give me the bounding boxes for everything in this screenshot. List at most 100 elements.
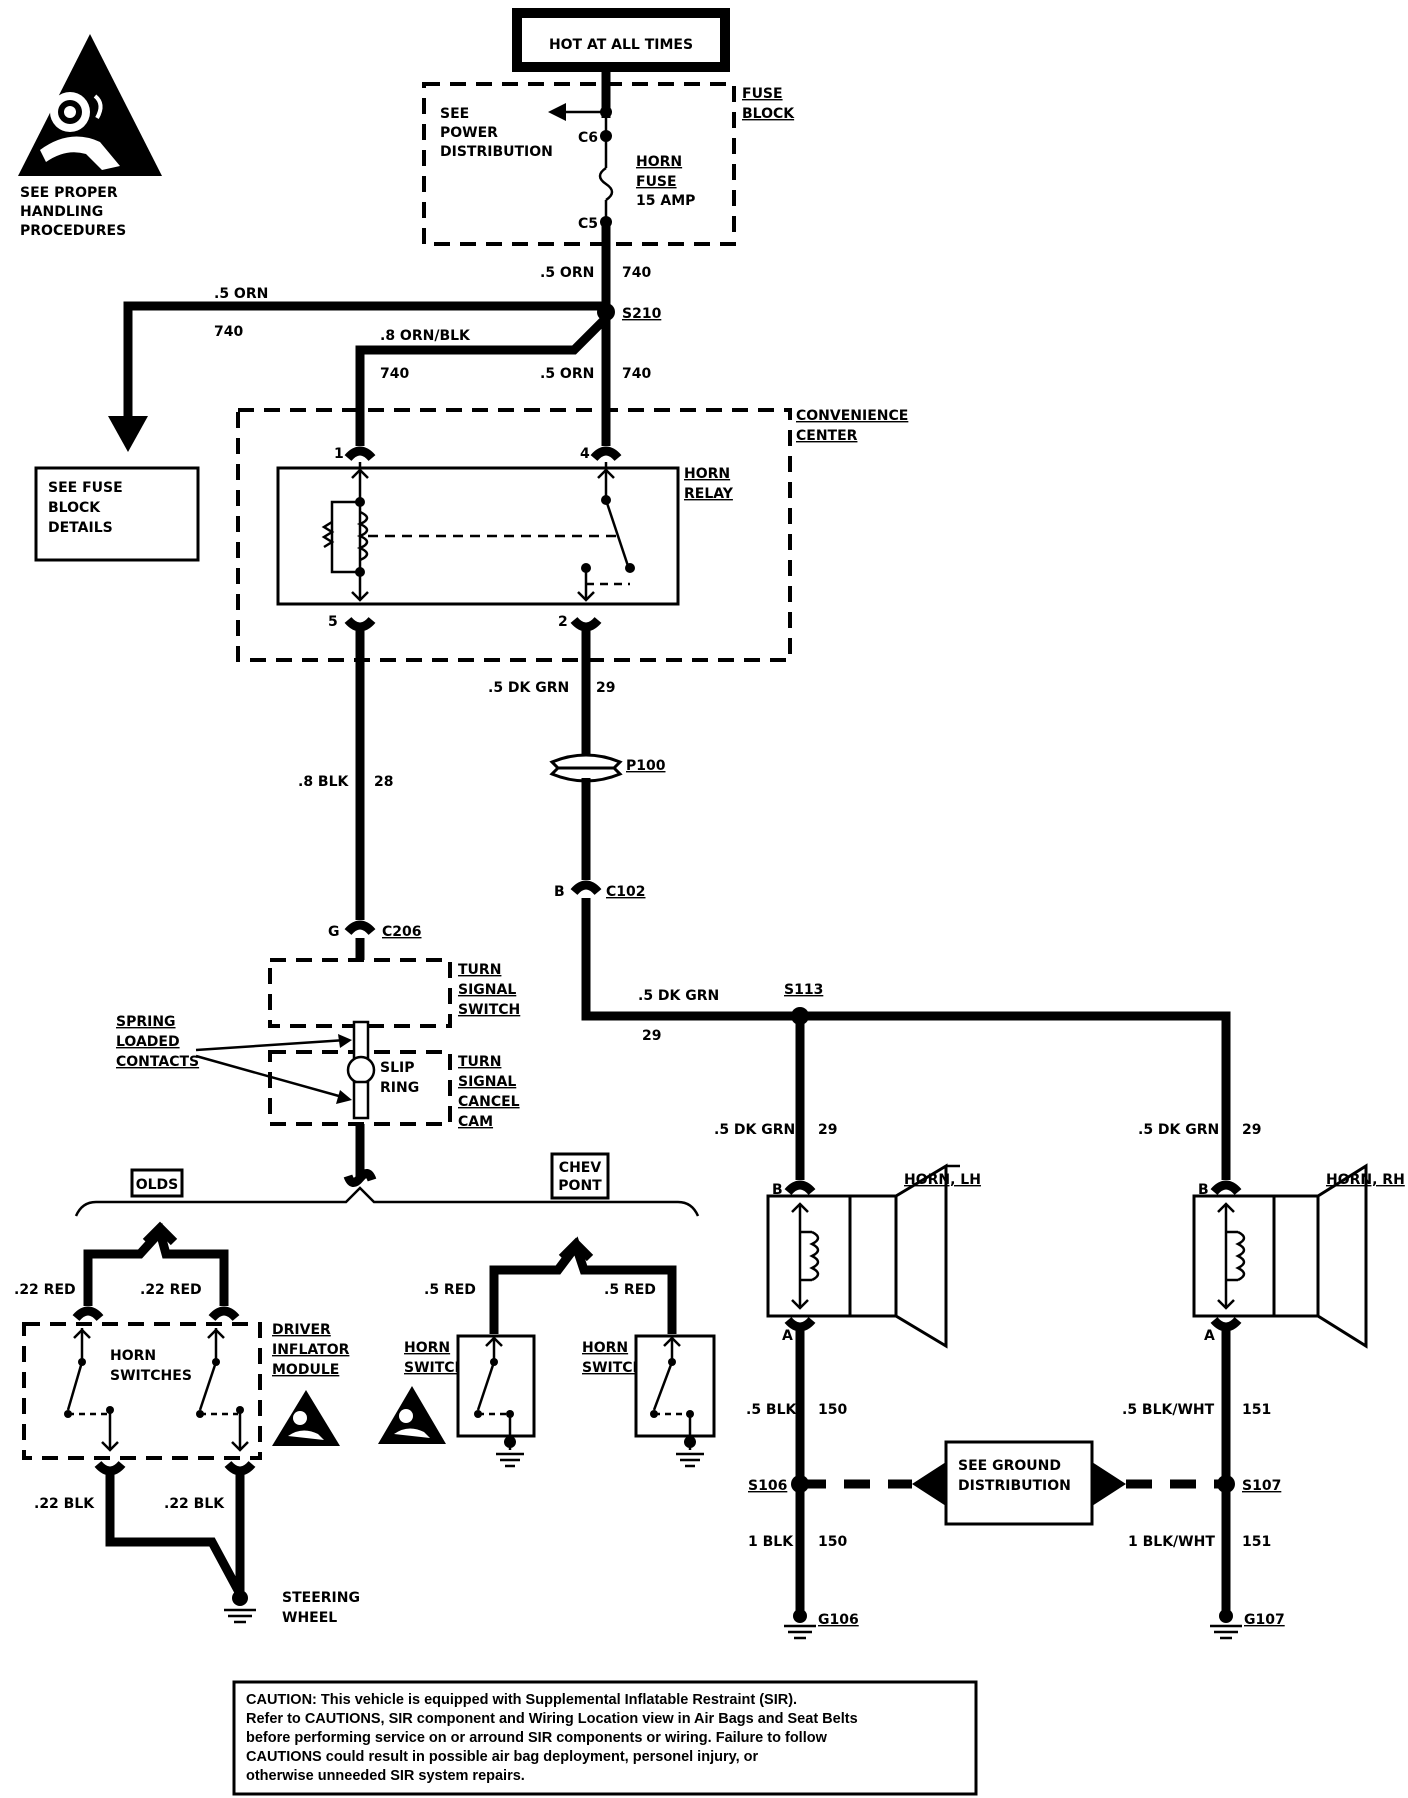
wire-rh-gnd2-circuit: 151 [1242,1534,1271,1550]
wire-lh-gnd2-circuit: 150 [818,1534,847,1550]
wire-lh-feed-gauge: .5 DK GRN [714,1122,795,1138]
wire-orn-blk-gauge: .8 ORN/BLK [380,328,471,344]
connector-c206-pin: G [328,924,340,940]
connector-c206 [344,920,376,936]
wire-dk-grn-s113 [581,898,1231,1180]
svg-text:FUSE: FUSE [636,174,677,190]
svg-text:INFLATOR: INFLATOR [272,1342,350,1358]
wire-dk-grn-29-circuit: 29 [596,680,615,696]
relay-pin-5-label: 5 [328,614,338,630]
wire-olds-red-left-label: .22 RED [14,1282,76,1298]
svg-text:CANCEL: CANCEL [458,1094,520,1110]
splice-s107-label: S107 [1242,1478,1281,1494]
splice-s113-label: S113 [784,982,823,998]
wire-740-top-circuit: 740 [622,265,651,281]
olds-horn-switch-left [64,1328,119,1452]
horn-lh-pin-b: B [772,1182,783,1198]
wire-chev-red-left-label: .5 RED [424,1282,476,1298]
chev-left-ground-icon [496,1452,524,1468]
svg-text:MODULE: MODULE [272,1362,339,1378]
connector-c206-label: C206 [382,924,422,940]
svg-text:SEE GROUND: SEE GROUND [958,1458,1061,1474]
hot-at-all-times-label: HOT AT ALL TIMES [549,37,693,53]
svg-text:SWITCH: SWITCH [458,1002,520,1018]
horn-relay-label: HORN RELAY [684,466,734,502]
svg-text:SWITCH: SWITCH [404,1360,466,1376]
wire-dk-grn-29-gauge: .5 DK GRN [488,680,569,696]
connector-p100-label: P100 [626,758,666,774]
horn-lh-pin-a: A [782,1328,793,1344]
driver-inflator-module-label: DRIVER INFLATOR MODULE [272,1322,350,1378]
connector-c102-pin: B [554,884,565,900]
ground-dist-arrow-left [912,1462,946,1506]
wire-lh-gnd-gauge: .5 BLK [746,1402,798,1418]
chev-pont-tag [550,1152,610,1200]
wire-s113-gauge: .5 DK GRN [638,988,719,1004]
svg-text:SEE: SEE [440,106,469,122]
c5-label: C5 [578,216,598,232]
wire-olds-blk [105,1474,245,1597]
wire-rh-feed-gauge: .5 DK GRN [1138,1122,1219,1138]
wire-lh-feed-circuit: 29 [818,1122,837,1138]
svg-text:SLIP: SLIP [380,1060,414,1076]
ground-g106-label: G106 [818,1612,859,1628]
wire-lh-gnd-circuit: 150 [818,1402,847,1418]
steering-column-connector [343,1169,377,1187]
steering-wheel-label: STEERING WHEEL [282,1590,360,1626]
see-ground-distribution-box [944,1440,1094,1526]
connector-p100 [549,753,623,783]
svg-text:PONT: PONT [558,1178,602,1194]
svg-text:HORN: HORN [636,154,682,170]
wire-orn-blk-circuit: 740 [380,366,409,382]
svg-text:SEE FUSE: SEE FUSE [48,480,123,496]
chev-horn-switch-left [456,1334,536,1450]
relay-pin-5 [344,616,376,632]
slip-ring-label: SLIP RING [380,1060,419,1096]
svg-text:CHEV: CHEV [559,1160,602,1176]
ground-g107-icon [1210,1624,1242,1640]
chev-right-ground-icon [676,1452,704,1468]
svg-text:CAUTIONS could result in pos: CAUTIONS could result in possible air ba… [246,1749,759,1765]
horn-fuse-symbol [598,166,614,202]
power-distribution-arrow [548,103,566,121]
relay-pin-4-label: 4 [580,446,590,462]
wire-blk-28-circuit: 28 [374,774,393,790]
svg-text:DISTRIBUTION: DISTRIBUTION [958,1478,1071,1494]
connector-c102 [570,880,602,896]
sir-warning-icon [18,34,162,176]
wire-olds-blk-left-label: .22 BLK [34,1496,95,1512]
svg-text:TURN: TURN [458,1054,501,1070]
turn-signal-cancel-cam-label: TURN SIGNAL CANCEL CAM [458,1054,520,1130]
steering-wheel-ground-icon [224,1608,256,1624]
svg-text:15 AMP: 15 AMP [636,193,695,209]
ground-dist-arrow-right [1092,1462,1126,1506]
olds-horn-switch-right [196,1328,249,1452]
variant-bracket [74,1186,700,1217]
svg-text:POWER: POWER [440,125,498,141]
svg-text:HANDLING: HANDLING [20,204,103,220]
svg-text:BLOCK: BLOCK [48,500,101,516]
svg-text:CAM: CAM [458,1114,493,1130]
svg-text:before performing service on: before performing service on or arround … [246,1730,828,1746]
wire-740-left-gauge: .5 ORN [214,286,268,302]
horn-rh-pin-b: B [1198,1182,1209,1198]
chev-horn-switch-right [634,1334,716,1450]
connector-c102-label: C102 [606,884,646,900]
svg-text:DISTRIBUTION: DISTRIBUTION [440,144,553,160]
see-fuse-block-details-box [34,466,200,562]
svg-text:HORN: HORN [684,466,730,482]
slip-ring [346,1020,376,1120]
wire-740-left-circuit: 740 [214,324,243,340]
caution-text: CAUTION: This vehicle is equipped with S… [246,1692,858,1784]
svg-text:DRIVER: DRIVER [272,1322,331,1338]
splice-s210-label: S210 [622,306,662,322]
wire-s113-circuit: 29 [642,1028,661,1044]
wire-rh-feed-circuit: 29 [1242,1122,1261,1138]
c6-label: C6 [578,130,598,146]
horn-rh [1192,1163,1368,1349]
svg-text:RELAY: RELAY [684,486,734,502]
svg-text:TURN: TURN [458,962,501,978]
svg-text:Refer to CAUTIONS, SIR compone: Refer to CAUTIONS, SIR component and Wir… [246,1711,858,1727]
see-ground-distribution-label: SEE GROUND DISTRIBUTION [958,1458,1071,1494]
